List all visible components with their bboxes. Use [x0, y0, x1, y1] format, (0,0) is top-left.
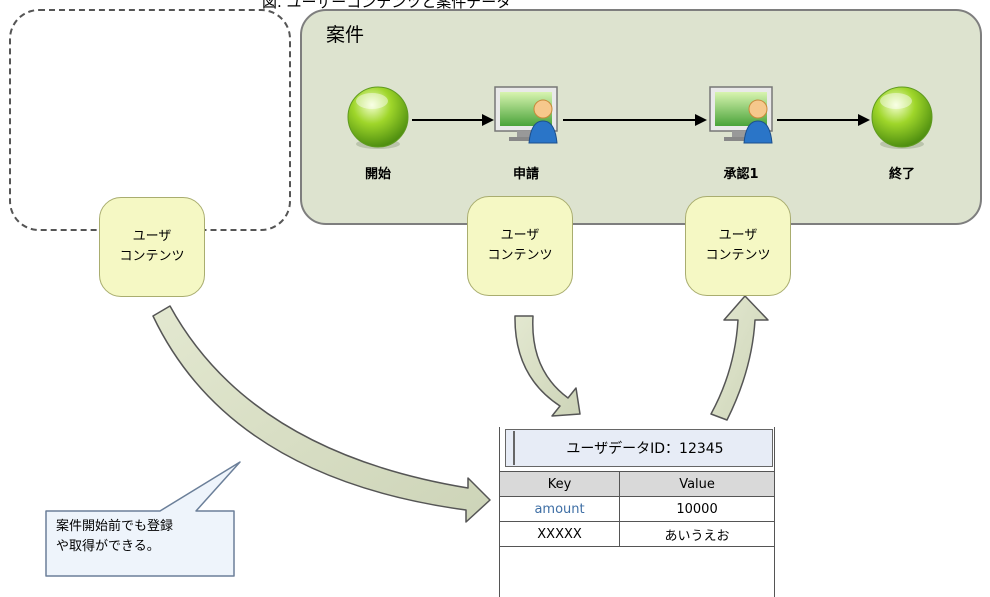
curved-arrow-apply-to-table	[514, 315, 581, 417]
user-data-table: Key Value amount 10000 XXXXX あいうえお	[498, 471, 775, 547]
column-header-value: Value	[619, 471, 775, 497]
table-cell-value: あいうえお	[619, 521, 775, 547]
figure-caption: 図. ユーザーコンテンツと案件データ	[262, 0, 512, 11]
user-monitor-icon	[494, 86, 558, 144]
user-monitor-icon	[709, 86, 773, 144]
callout-line2: や取得ができる。	[56, 539, 160, 554]
node-label-end: 終了	[888, 167, 915, 182]
table-row: XXXXX あいうえお	[498, 521, 775, 547]
node-label-approve: 承認1	[723, 167, 759, 182]
user-content-line2: コンテンツ	[119, 249, 185, 264]
table-header-divider	[513, 431, 515, 465]
green-ball-icon	[871, 86, 933, 149]
user-data-table-header	[505, 429, 773, 467]
table-row: amount 10000	[498, 496, 775, 522]
user-content-box-approve: ユーザ コンテンツ	[685, 196, 791, 296]
user-content-box-apply: ユーザ コンテンツ	[467, 196, 573, 296]
user-content-box-pre-case: ユーザ コンテンツ	[99, 197, 205, 297]
user-content-line1: ユーザ	[718, 228, 758, 243]
node-label-start: 開始	[364, 167, 391, 182]
curved-arrow-to-table	[152, 305, 491, 523]
table-header-row: Key Value	[498, 471, 775, 497]
case-title: 案件	[326, 24, 365, 46]
user-content-line2: コンテンツ	[487, 248, 553, 263]
user-content-line2: コンテンツ	[705, 248, 771, 263]
callout-line1: 案件開始前でも登録	[56, 519, 174, 534]
curved-arrow-table-to-approve	[710, 295, 769, 421]
diagram-canvas	[45, 86, 933, 577]
user-content-line1: ユーザ	[132, 229, 172, 244]
column-header-key: Key	[498, 471, 621, 497]
table-cell-key: amount	[498, 496, 621, 522]
table-cell-key: XXXXX	[498, 521, 621, 547]
table-cell-value: 10000	[619, 496, 775, 522]
callout-bubble	[45, 461, 241, 577]
callout-text: 案件開始前でも登録 や取得ができる。	[56, 517, 173, 557]
user-content-line1: ユーザ	[500, 228, 540, 243]
node-label-apply: 申請	[512, 167, 539, 182]
green-ball-icon	[347, 86, 409, 149]
user-data-table-title: ユーザデータID：12345	[566, 441, 724, 457]
